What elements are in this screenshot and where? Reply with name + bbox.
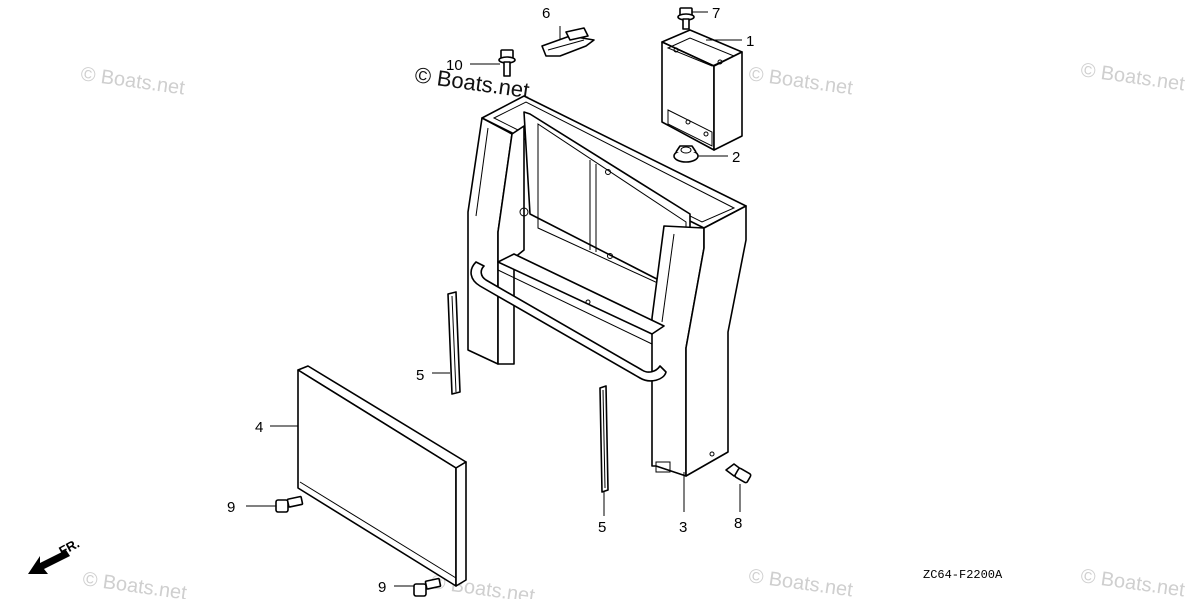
watermark-layer: © Boats.net © Boats.net © Boats.net © Bo… <box>79 59 1186 599</box>
part-8-bolt[interactable] <box>725 463 752 484</box>
diagram-code: ZC64-F2200A <box>923 568 1003 582</box>
part-3-frame[interactable] <box>467 95 747 477</box>
part-1-box-cover[interactable] <box>661 29 743 151</box>
callout-5: 5 <box>598 519 606 536</box>
part-2-clip[interactable] <box>673 145 699 163</box>
watermark-main: © Boats.net <box>413 62 531 103</box>
leader-lines <box>246 11 742 587</box>
watermark: © Boats.net <box>81 568 188 599</box>
part-9-bolt-lower[interactable] <box>413 577 442 597</box>
callout-3: 3 <box>679 519 687 536</box>
callout-10: 10 <box>446 57 463 74</box>
part-5-seal-left[interactable] <box>447 291 461 395</box>
callout-1: 1 <box>746 33 754 50</box>
callout-9: 9 <box>378 579 386 596</box>
watermark: © Boats.net <box>747 565 854 599</box>
watermark: © Boats.net <box>1079 59 1186 95</box>
callout-5: 5 <box>416 367 424 384</box>
watermark: © Boats.net <box>79 63 186 99</box>
callout-2: 2 <box>732 149 740 166</box>
part-4-side-panel[interactable] <box>297 365 467 587</box>
callout-labels: 1 2 3 4 5 5 6 7 8 9 9 10 <box>227 5 754 596</box>
front-arrow-icon: FR. <box>28 536 82 574</box>
callout-8: 8 <box>734 515 742 532</box>
part-7-bolt[interactable] <box>677 7 695 30</box>
part-5-seal-right[interactable] <box>599 385 609 493</box>
callout-4: 4 <box>255 419 263 436</box>
callout-6: 6 <box>542 5 550 22</box>
callout-9: 9 <box>227 499 235 516</box>
watermark: © Boats.net <box>1079 565 1186 599</box>
callout-7: 7 <box>712 5 720 22</box>
part-10-bolt[interactable] <box>498 49 516 77</box>
watermark: © Boats.net <box>747 63 854 99</box>
part-9-bolt-upper[interactable] <box>275 495 304 513</box>
part-6-bracket-clip[interactable] <box>541 27 595 57</box>
